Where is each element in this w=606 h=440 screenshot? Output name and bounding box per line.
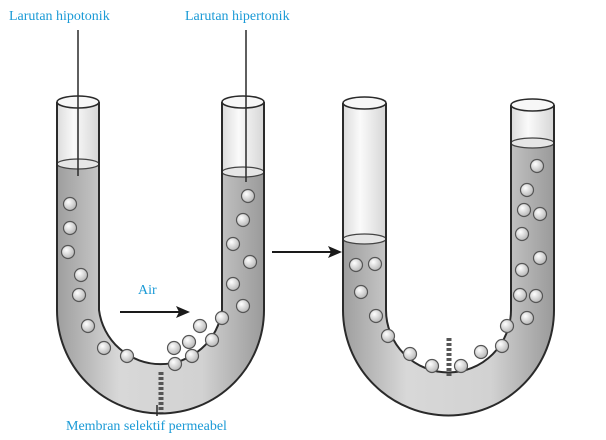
transition-arrow [272, 246, 342, 258]
u-tube-after [343, 97, 554, 416]
u-tube-before [57, 96, 264, 414]
water-flow-arrow [120, 306, 190, 318]
